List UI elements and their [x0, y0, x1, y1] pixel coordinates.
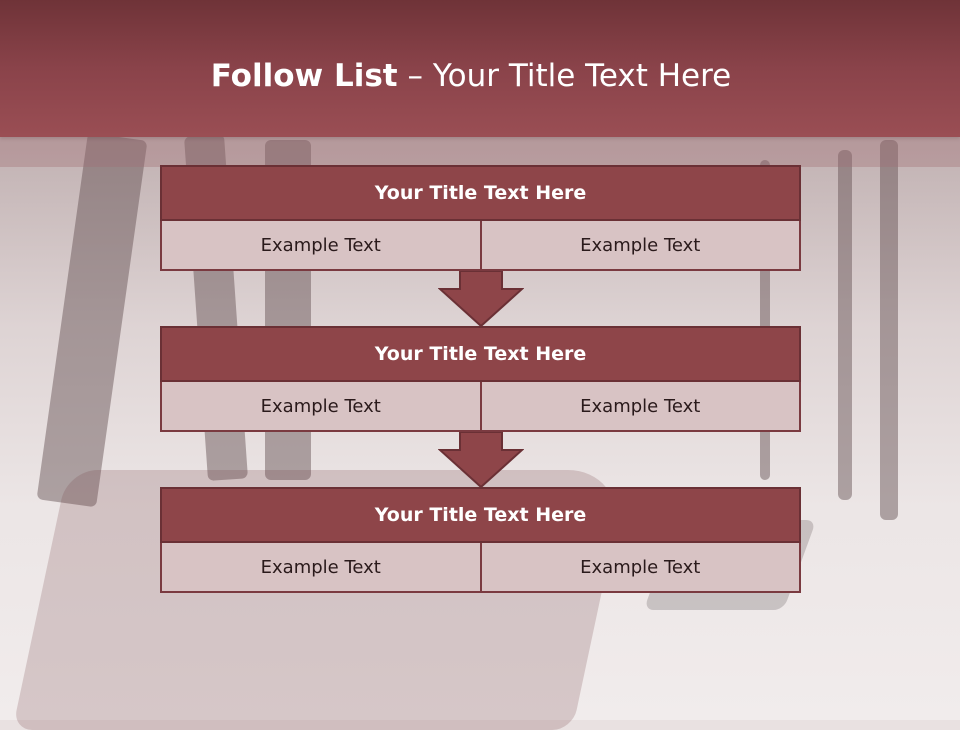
down-arrow-icon: [438, 271, 524, 327]
tree-trunk: [838, 150, 852, 500]
slide-title-rest: – Your Title Text Here: [397, 58, 732, 94]
tree-trunk: [760, 160, 770, 480]
block-title: Your Title Text Here: [160, 487, 801, 543]
block-title: Your Title Text Here: [160, 326, 801, 382]
block-row: Example Text Example Text: [160, 543, 801, 593]
tree-trunk: [36, 132, 148, 508]
list-block-2: Your Title Text Here Example Text Exampl…: [160, 326, 801, 432]
block-cell-right: Example Text: [481, 543, 801, 593]
slide-title-bold: Follow List: [210, 58, 398, 94]
list-block-1: Your Title Text Here Example Text Exampl…: [160, 165, 801, 271]
block-row: Example Text Example Text: [160, 221, 801, 271]
block-cell-right: Example Text: [481, 382, 801, 432]
slide-title: Follow List – Your Title Text Here: [0, 55, 942, 97]
block-cell-left: Example Text: [160, 382, 482, 432]
block-cell-left: Example Text: [160, 543, 482, 593]
down-arrow-icon: [438, 432, 524, 488]
block-row: Example Text Example Text: [160, 382, 801, 432]
header-strip: [0, 137, 960, 167]
header-band: [0, 0, 960, 137]
block-cell-left: Example Text: [160, 221, 482, 271]
tree-trunk: [880, 140, 898, 520]
list-block-3: Your Title Text Here Example Text Exampl…: [160, 487, 801, 593]
block-title: Your Title Text Here: [160, 165, 801, 221]
block-cell-right: Example Text: [481, 221, 801, 271]
